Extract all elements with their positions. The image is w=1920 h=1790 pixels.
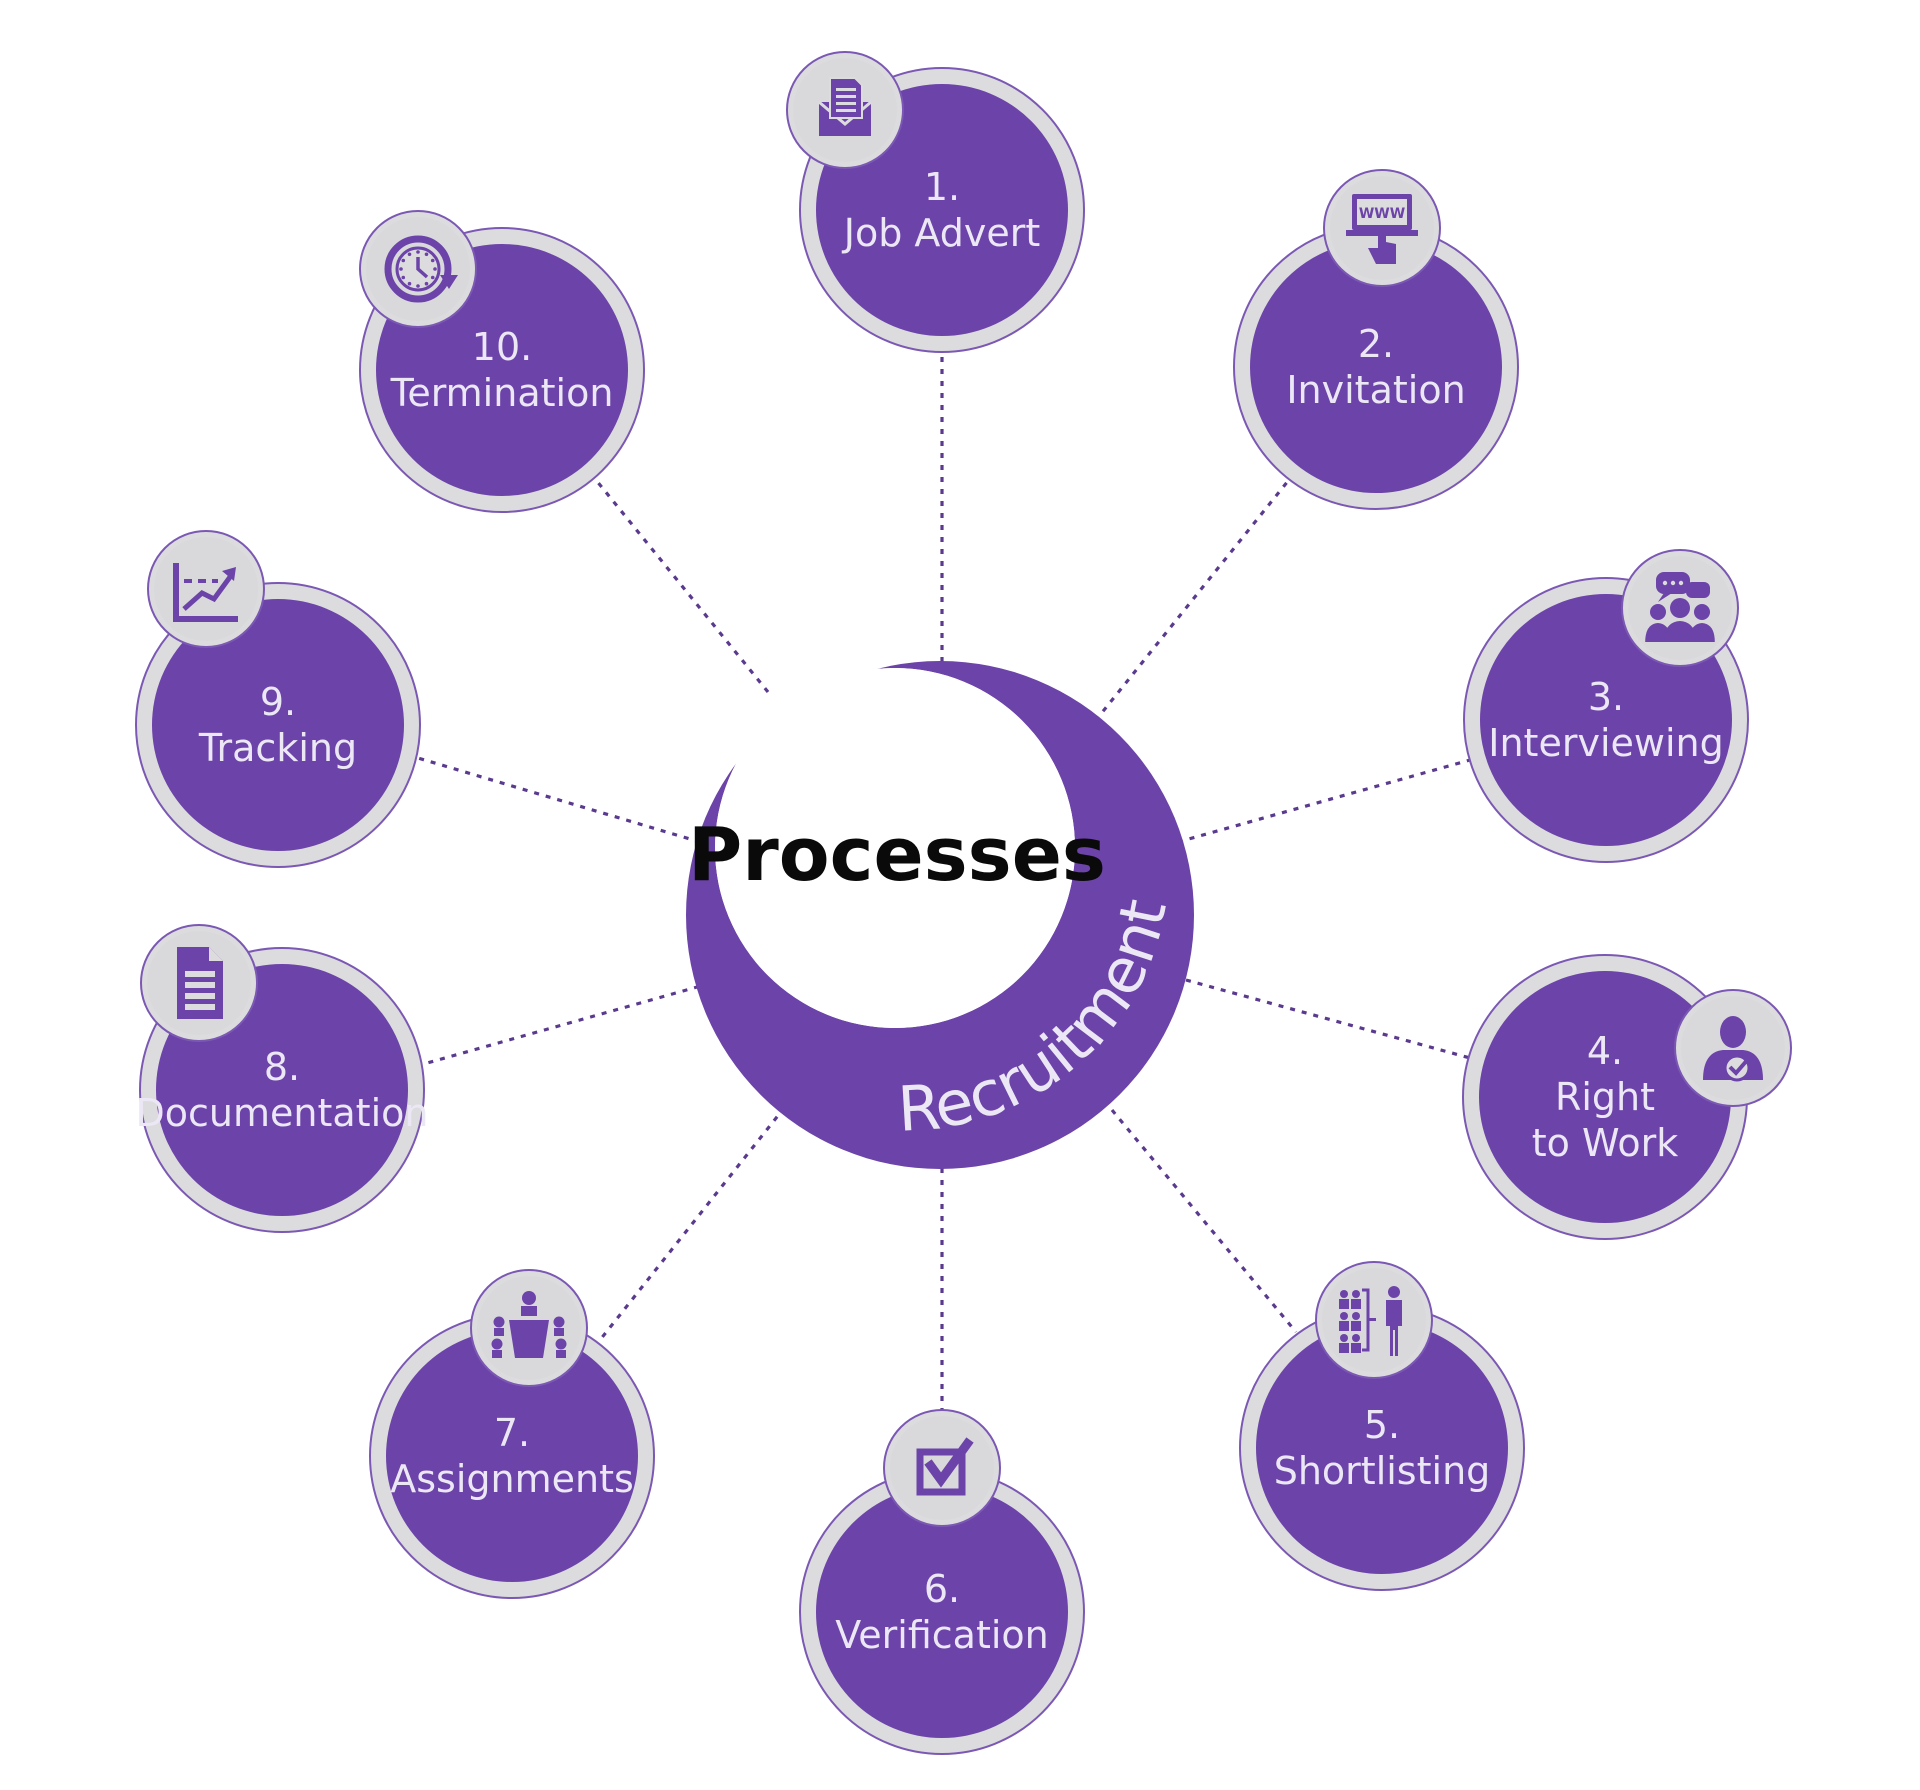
step-node-verification[interactable]: 6.Verification [799, 1409, 1085, 1755]
meeting-table-icon [491, 1291, 567, 1358]
step-node-interviewing[interactable]: 3.Interviewing [1463, 549, 1749, 863]
center-disc [715, 668, 1075, 1028]
svg-text:WWW: WWW [1359, 206, 1405, 222]
step-node-shortlisting[interactable]: 5.Shortlisting [1239, 1261, 1525, 1591]
step-number: 10. [472, 325, 532, 369]
step-node-disc [1250, 241, 1502, 493]
center-title: Processes [688, 812, 1106, 898]
step-icon-badge [140, 924, 258, 1042]
step-number: 4. [1587, 1029, 1623, 1073]
step-node-tracking[interactable]: 9.Tracking [135, 530, 421, 868]
step-title: Shortlisting [1274, 1449, 1491, 1493]
step-node-documentation[interactable]: 8.Documentation [136, 924, 429, 1233]
step-icon-badge [470, 1269, 588, 1387]
step-icon-badge [1621, 549, 1739, 667]
step-number: 6. [924, 1567, 960, 1611]
candidates-select-icon [1339, 1286, 1402, 1356]
step-number: 2. [1358, 322, 1394, 366]
step-title: to Work [1532, 1121, 1678, 1165]
step-icon-badge [359, 210, 477, 328]
step-number: 8. [264, 1045, 300, 1089]
envelope-document-icon [818, 77, 872, 136]
step-title: Interviewing [1488, 721, 1723, 765]
connector-tracking [417, 756, 701, 844]
checkbox-icon [916, 1437, 974, 1496]
step-node-job-advert[interactable]: 1.Job Advert [786, 51, 1085, 353]
step-icon-badge [786, 51, 904, 169]
step-nodes: 1.Job Advert 2.Invitation WWW 3.Interviewin… [135, 51, 1792, 1755]
document-icon [177, 947, 223, 1019]
step-node-termination[interactable]: 10.Termination [359, 210, 645, 513]
step-title: Assignments [390, 1457, 634, 1501]
step-title: Documentation [136, 1091, 429, 1135]
step-number: 9. [260, 680, 296, 724]
step-node-invitation[interactable]: 2.Invitation WWW [1233, 169, 1519, 510]
connector-invitation [1086, 474, 1294, 732]
group-chat-icon [1645, 572, 1715, 642]
clock-reset-icon [384, 235, 458, 303]
step-title: Job Advert [842, 211, 1041, 255]
step-node-disc [1256, 1322, 1508, 1574]
step-icon-badge [1315, 1261, 1433, 1379]
connector-assignments [598, 1097, 794, 1341]
connector-termination [594, 478, 770, 694]
step-number: 5. [1364, 1403, 1400, 1447]
step-icon-badge [883, 1409, 1001, 1527]
connector-right-to-work [1185, 978, 1471, 1060]
connectors [417, 352, 1471, 1410]
step-title: Right [1555, 1075, 1655, 1119]
step-title: Tracking [198, 726, 357, 770]
connector-interviewing [1177, 758, 1471, 844]
step-number: 1. [924, 165, 960, 209]
person-check-icon [1703, 1016, 1763, 1082]
growth-chart-icon [173, 563, 238, 622]
www-click-icon: WWW [1346, 194, 1418, 264]
step-number: 3. [1588, 675, 1624, 719]
step-node-disc [386, 1330, 638, 1582]
step-node-disc [816, 1486, 1068, 1738]
step-title: Termination [390, 371, 614, 415]
step-node-disc [1479, 971, 1731, 1223]
step-icon-badge [1674, 989, 1792, 1107]
connector-documentation [419, 978, 723, 1067]
step-icon-badge [147, 530, 265, 648]
step-node-assignments[interactable]: 7.Assignments [369, 1269, 655, 1599]
step-title: Invitation [1286, 368, 1465, 412]
center-hub: Processes Recruitment [686, 661, 1194, 1169]
connector-shortlisting [1110, 1108, 1298, 1334]
step-icon-badge: WWW [1323, 169, 1441, 287]
step-node-disc [152, 599, 404, 851]
step-title: Verification [835, 1613, 1049, 1657]
step-number: 7. [494, 1411, 530, 1455]
